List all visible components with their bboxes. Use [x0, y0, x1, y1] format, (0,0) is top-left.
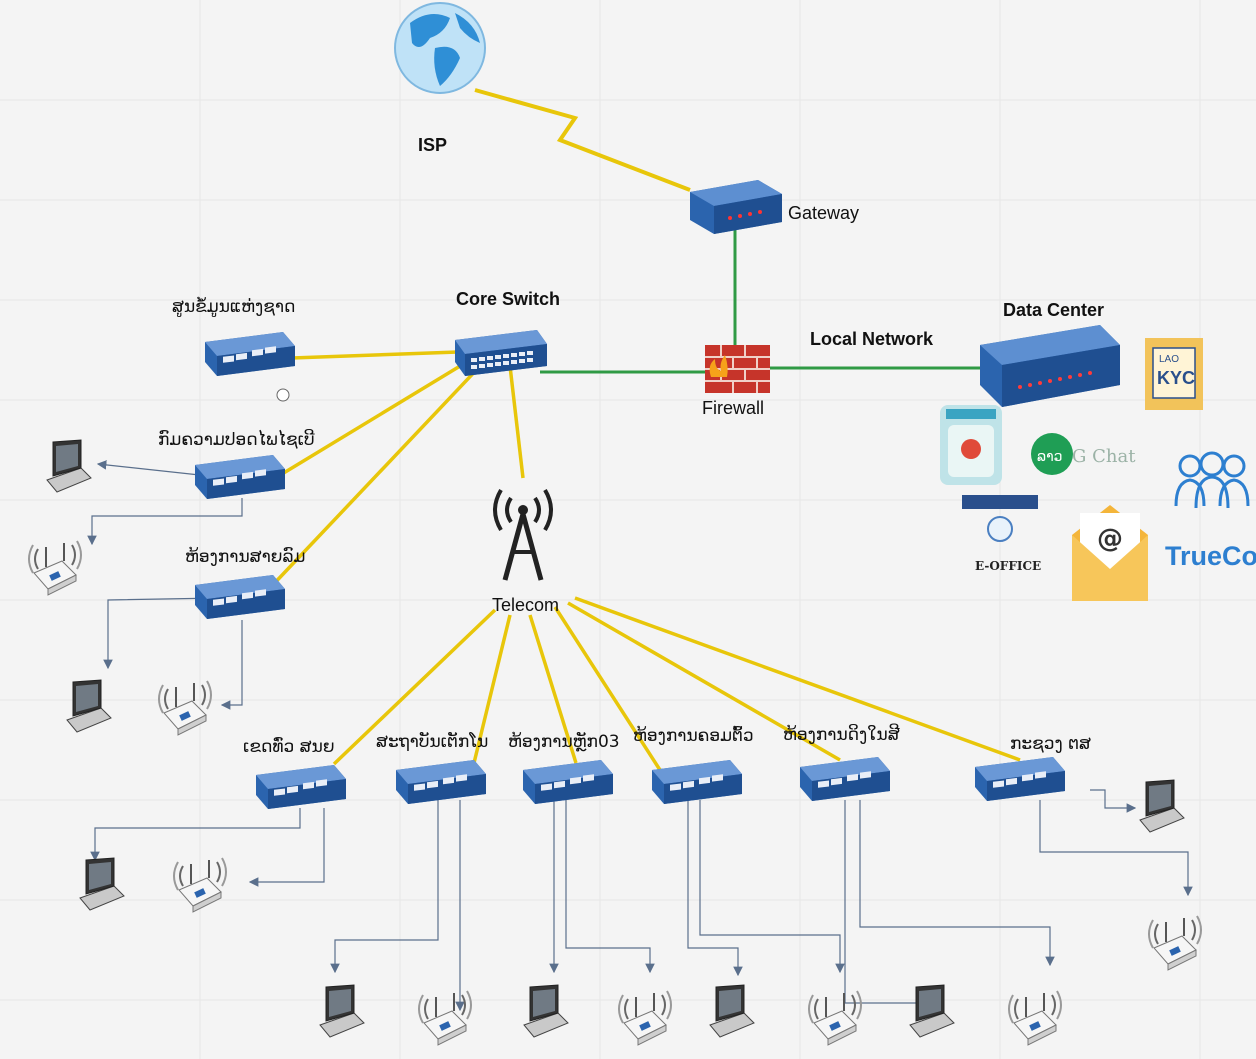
- data-center-label: Data Center: [1003, 300, 1104, 320]
- trueconf-people-icon: [1174, 451, 1250, 509]
- lan-links: [540, 222, 982, 374]
- local-network-label: Local Network: [810, 329, 934, 349]
- telecom-label: Telecom: [492, 595, 559, 615]
- access-point-icon: [1148, 915, 1202, 971]
- access-point-icon: [418, 990, 472, 1046]
- telecom-links: [332, 596, 1021, 771]
- branch-2-label: ກົມຄວາມປອດໄພໄຊເບີ: [158, 428, 315, 450]
- remote-site-1-label: ເຂດທ່ົວ ສນຍ: [243, 735, 335, 757]
- laptop-icon: [709, 984, 755, 1038]
- laptop-icon: [1139, 779, 1185, 833]
- remote-switch-5-icon: [800, 757, 890, 801]
- svg-text:LAO: LAO: [1159, 354, 1179, 365]
- kyc-logo: LAO KYC: [1145, 338, 1203, 410]
- laptop-icon: [66, 679, 112, 733]
- gateway-router-icon: [690, 180, 782, 234]
- remote-site-2-label: ສະຖາບັນເຕັກໂນ: [376, 730, 488, 752]
- laptop-icon: [79, 857, 125, 911]
- gateway-label: Gateway: [788, 203, 859, 223]
- isp-label: ISP: [418, 135, 447, 155]
- svg-text:ລາວ: ລາວ: [1037, 449, 1063, 465]
- branch-3-label: ຫ້ອງການສາຍລົມ: [185, 545, 305, 567]
- remote-site-4-label: ຫ້ອງການຄອມຕົ້ວ: [633, 724, 754, 746]
- branch-1-label: ສູນຂໍ້ມູນແຫ່ງຊາດ: [172, 296, 295, 317]
- trueconf-label: TrueConf: [1165, 541, 1256, 571]
- branch-switch-3-icon: [195, 575, 285, 619]
- gchat-label: G Chat: [1072, 446, 1136, 467]
- svg-text:KYC: KYC: [1157, 368, 1195, 388]
- data-center-server-icon: [980, 325, 1120, 407]
- core-links: [266, 350, 525, 592]
- gchat-logo: ລາວ: [1031, 433, 1073, 475]
- isp-lightning-link: [474, 88, 691, 192]
- svg-text:@: @: [1097, 524, 1123, 554]
- remote-site-5-label: ຫ້ອງການດິງໃນສີ: [783, 724, 900, 745]
- access-point-icon: [158, 680, 212, 736]
- branch-switch-2-icon: [195, 455, 285, 499]
- laptop-icon: [909, 984, 955, 1038]
- globe-icon: [394, 2, 486, 94]
- branch-switch-1-icon: [205, 332, 295, 376]
- app-screen-icon: [940, 405, 1002, 485]
- laptop-icon: [523, 984, 569, 1038]
- laptop-icon: [46, 439, 92, 493]
- firewall-icon: [705, 345, 770, 393]
- console-port-icon: [276, 388, 290, 402]
- access-point-icon: [1008, 990, 1062, 1046]
- remote-site-3-label: ຫ້ອງການຫຼັກ03: [508, 730, 620, 753]
- eoffice-icon: [962, 495, 1038, 542]
- access-point-icon: [618, 990, 672, 1046]
- access-point-icon: [28, 540, 82, 596]
- access-point-icon: [808, 990, 862, 1046]
- telecom-tower-icon: [493, 488, 553, 581]
- remote-switch-4-icon: [652, 760, 742, 804]
- remote-switch-6-icon: [975, 757, 1065, 801]
- core-switch-icon: [455, 330, 547, 376]
- remote-switch-2-icon: [396, 760, 486, 804]
- remote-switch-1-icon: [256, 765, 346, 809]
- eoffice-label: E-OFFICE: [975, 559, 1041, 573]
- remote-site-6-label: ກະຊວງ ຕສ: [1010, 734, 1091, 754]
- laptop-icon: [319, 984, 365, 1038]
- email-icon: @: [1072, 505, 1148, 601]
- firewall-label: Firewall: [702, 398, 764, 418]
- core-switch-label: Core Switch: [456, 289, 560, 309]
